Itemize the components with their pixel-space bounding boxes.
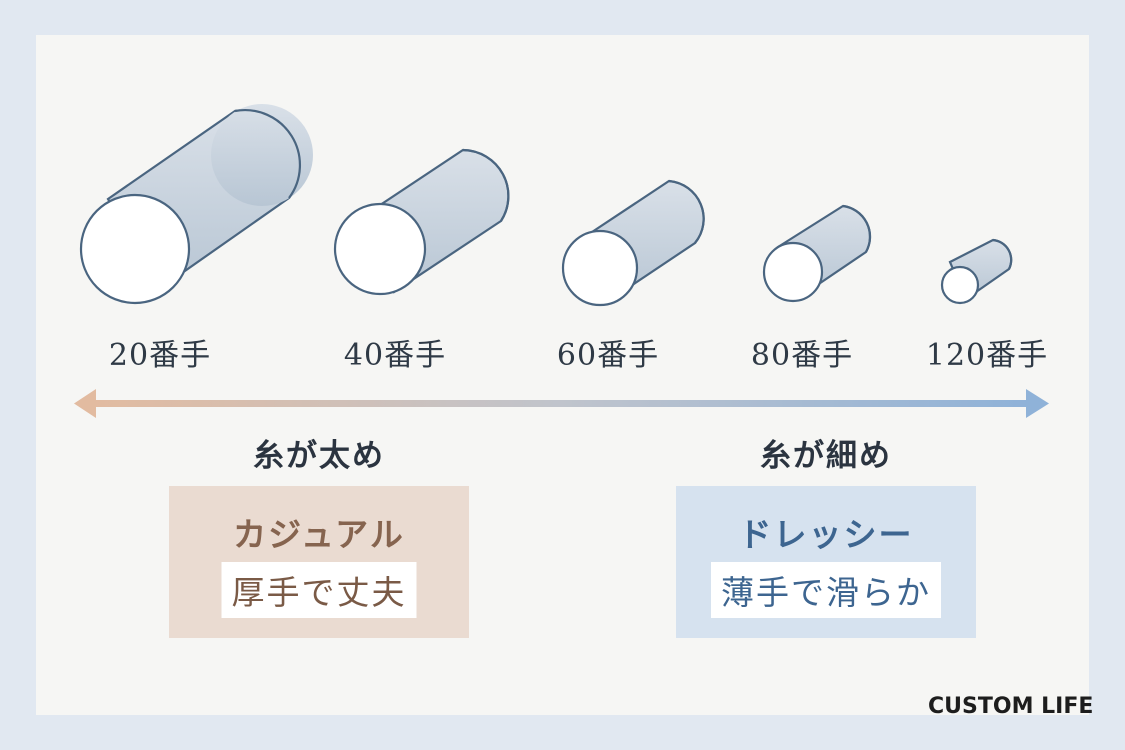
- brand-logo: CUSTOM LIFE: [928, 694, 1094, 719]
- label-80: 80番手: [750, 338, 854, 373]
- heading-thick: 糸が太め: [253, 438, 385, 474]
- thick-thread-box: カジュアル 厚手で丈夫: [169, 486, 469, 638]
- thin-feature-label: 薄手で滑らか: [711, 562, 941, 618]
- heading-thin: 糸が細め: [760, 438, 892, 474]
- thread-cylinder-80: [762, 204, 872, 303]
- thick-style-label: カジュアル: [233, 515, 405, 554]
- label-60: 60番手: [556, 338, 660, 373]
- thread-cylinder-120: [940, 238, 1013, 305]
- thick-feature-label: 厚手で丈夫: [221, 562, 417, 618]
- thin-style-label: ドレッシー: [738, 515, 914, 554]
- thin-thread-box: ドレッシー 薄手で滑らか: [676, 486, 976, 638]
- thread-cylinder-60: [561, 179, 705, 307]
- label-120: 120番手: [925, 338, 1049, 373]
- label-40: 40番手: [343, 338, 447, 373]
- thickness-arrow: [74, 389, 1049, 418]
- label-20: 20番手: [108, 338, 212, 373]
- thread-cylinder-20: [79, 104, 313, 305]
- thread-cylinder-40: [333, 148, 510, 296]
